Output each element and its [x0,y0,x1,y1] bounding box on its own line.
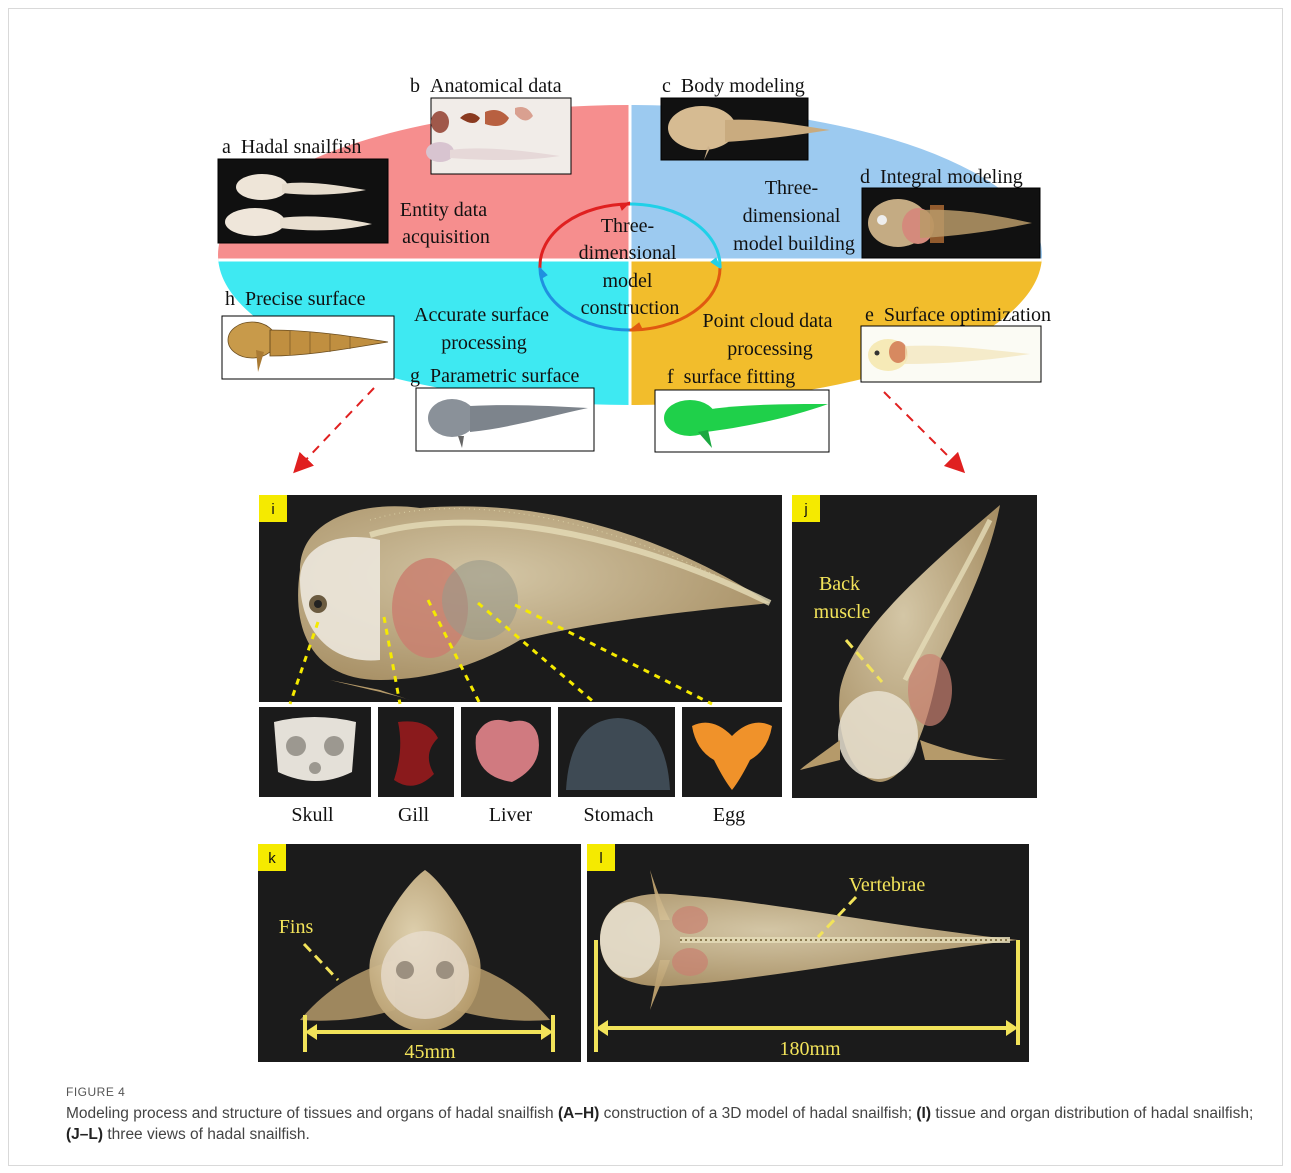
panel-d-title: dIntegral modeling [860,166,1023,188]
panel-f-title: fsurface fitting [667,366,795,388]
panel-k-letter: k [268,850,276,867]
arrow-left [300,388,374,466]
length-label: 180mm [779,1038,841,1060]
panel-b-title: bAnatomical data [410,75,562,97]
skull-shape [274,717,356,781]
figure-4-diagram: Three- dimensional model construction En… [0,0,1291,1080]
panel-b-image [431,98,571,174]
panel-e-title: eSurface optimization [865,304,1051,326]
width-label: 45mm [404,1041,456,1063]
panel-i-letter: i [271,501,274,518]
panel-h-title: hPrecise surface [225,288,366,310]
panel-g-title: gParametric surface [410,365,579,387]
organ-labels: Skull Gill Liver Stomach Egg [291,804,745,826]
panel-j-letter: j [803,501,807,518]
caption-text: Modeling process and structure of tissue… [66,1103,1266,1145]
organ-thumbnails [259,707,782,797]
panel-c-title: cBody modeling [662,75,805,97]
fins-label: Fins [279,916,314,938]
panel-a-title: aHadal snailfish [222,136,361,158]
figure-caption: FIGURE 4 Modeling process and structure … [66,1085,1266,1145]
panel-l-letter: l [599,850,602,867]
figure-label: FIGURE 4 [66,1085,1266,1099]
vertebrae-label: Vertebrae [849,874,926,896]
arrow-right [884,392,958,466]
